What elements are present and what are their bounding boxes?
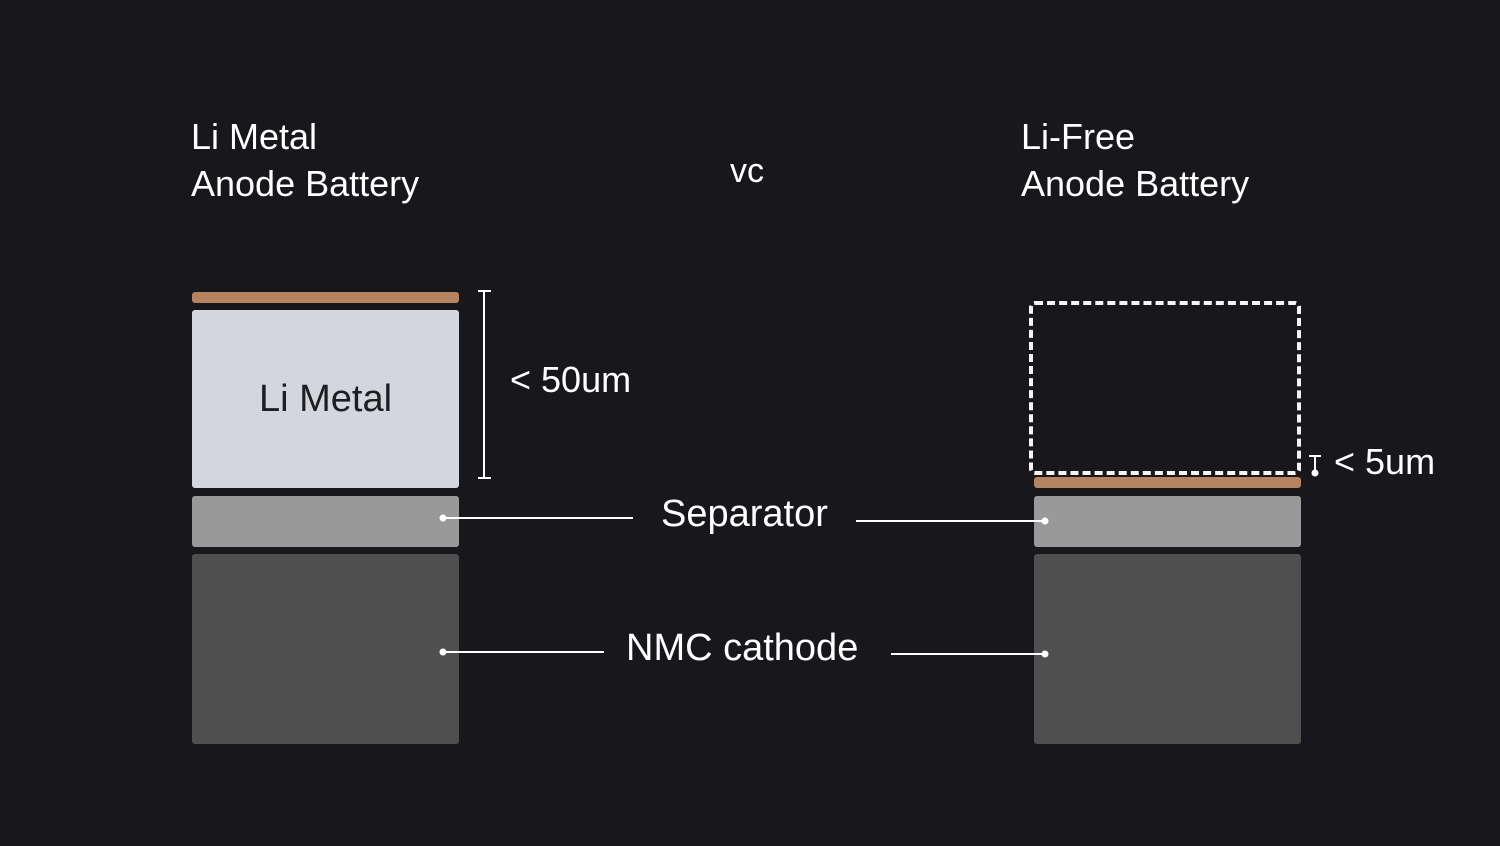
li-metal-label: Li Metal <box>258 377 393 420</box>
right-dimension-bracket <box>1309 455 1321 477</box>
left-battery-title: Li Metal Anode Battery <box>191 113 419 207</box>
cathode-connector-right <box>891 650 1049 658</box>
cathode-label: NMC cathode <box>626 627 859 669</box>
left-title-line1: Li Metal <box>191 116 318 157</box>
right-title-line2: Anode Battery <box>1021 163 1250 204</box>
vs-label: vc <box>730 152 764 190</box>
li-metal-anode-layer: Li Metal <box>192 310 459 488</box>
left-dimension-bracket <box>478 290 491 479</box>
li-free-thickness-label: < 5um <box>1334 441 1436 482</box>
left-separator-layer <box>192 496 459 547</box>
cathode-connector-left <box>439 648 604 656</box>
left-title-line2: Anode Battery <box>191 163 420 204</box>
li-metal-thickness-label: < 50um <box>510 359 632 400</box>
left-cathode-layer <box>192 554 459 744</box>
separator-connector-left <box>439 514 633 522</box>
right-cathode-layer <box>1034 554 1301 744</box>
separator-label: Separator <box>661 493 828 535</box>
separator-connector-right <box>856 517 1049 525</box>
right-copper-collector <box>1034 477 1301 488</box>
right-title-line1: Li-Free <box>1021 116 1136 157</box>
left-copper-collector <box>192 292 459 303</box>
right-separator-layer <box>1034 496 1301 547</box>
right-battery-title: Li-Free Anode Battery <box>1021 113 1249 207</box>
li-free-anode-placeholder <box>1029 301 1301 475</box>
